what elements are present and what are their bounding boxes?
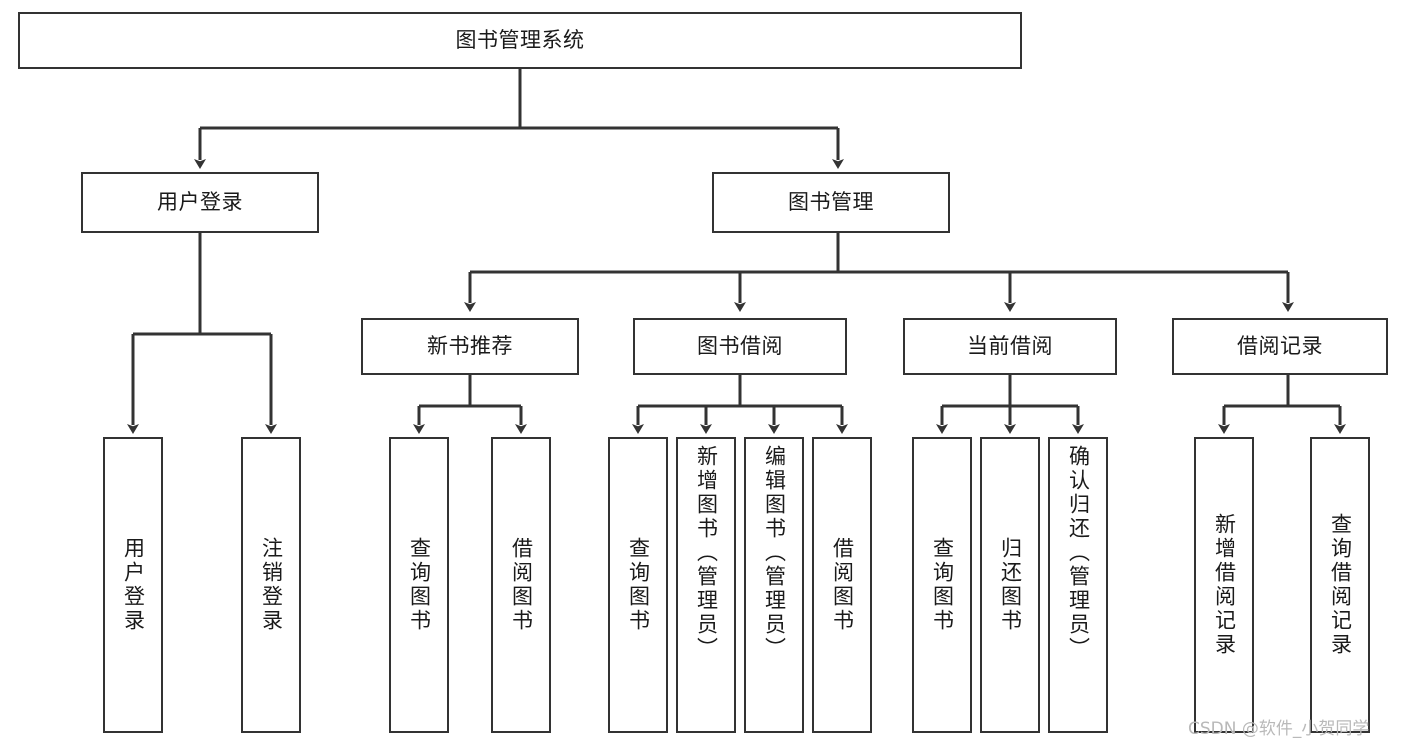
- node-label: 用户登录: [121, 537, 146, 633]
- leaf-book-borrow-add-book-admin[interactable]: 新增图书（管理员）: [676, 437, 736, 733]
- node-label: 借阅记录: [1237, 334, 1323, 359]
- node-label: 注销登录: [259, 537, 284, 633]
- node-label: 查询借阅记录: [1328, 513, 1353, 657]
- leaf-book-borrow-borrow-book[interactable]: 借阅图书: [812, 437, 872, 733]
- node-label: 图书管理: [788, 190, 874, 215]
- node-label: 借阅图书: [509, 537, 534, 633]
- node-label: 图书管理系统: [455, 28, 585, 53]
- node-new-book-recommend[interactable]: 新书推荐: [361, 318, 579, 375]
- node-label: 新增图书（管理员）: [694, 445, 719, 661]
- node-label: 查询图书: [407, 537, 432, 633]
- watermark-text: CSDN @软件_小贺同学: [1188, 719, 1370, 739]
- node-label: 查询图书: [626, 537, 651, 633]
- leaf-current-borrow-return-book[interactable]: 归还图书: [980, 437, 1040, 733]
- node-label: 图书借阅: [697, 334, 783, 359]
- leaf-user-login-login[interactable]: 用户登录: [103, 437, 163, 733]
- node-label: 编辑图书（管理员）: [762, 445, 787, 661]
- node-label: 确认归还（管理员）: [1066, 445, 1091, 661]
- node-label: 用户登录: [157, 190, 243, 215]
- node-label: 借阅图书: [830, 537, 855, 633]
- leaf-book-borrow-query-book[interactable]: 查询图书: [608, 437, 668, 733]
- leaf-new-book-query-book[interactable]: 查询图书: [389, 437, 449, 733]
- leaf-borrow-records-add-record[interactable]: 新增借阅记录: [1194, 437, 1254, 733]
- node-user-login[interactable]: 用户登录: [81, 172, 319, 233]
- leaf-current-borrow-query-book[interactable]: 查询图书: [912, 437, 972, 733]
- node-borrow-records[interactable]: 借阅记录: [1172, 318, 1388, 375]
- node-book-borrow[interactable]: 图书借阅: [633, 318, 847, 375]
- node-label: 查询图书: [930, 537, 955, 633]
- node-label: 当前借阅: [967, 334, 1053, 359]
- leaf-current-borrow-confirm-return-admin[interactable]: 确认归还（管理员）: [1048, 437, 1108, 733]
- leaf-user-login-logout[interactable]: 注销登录: [241, 437, 301, 733]
- node-current-borrow[interactable]: 当前借阅: [903, 318, 1117, 375]
- node-label: 新增借阅记录: [1212, 513, 1237, 657]
- node-label: 新书推荐: [427, 334, 513, 359]
- node-label: 归还图书: [998, 537, 1023, 633]
- leaf-borrow-records-query-record[interactable]: 查询借阅记录: [1310, 437, 1370, 733]
- leaf-book-borrow-edit-book-admin[interactable]: 编辑图书（管理员）: [744, 437, 804, 733]
- node-root-book-management-system[interactable]: 图书管理系统: [18, 12, 1022, 69]
- node-book-management[interactable]: 图书管理: [712, 172, 950, 233]
- leaf-new-book-borrow-book[interactable]: 借阅图书: [491, 437, 551, 733]
